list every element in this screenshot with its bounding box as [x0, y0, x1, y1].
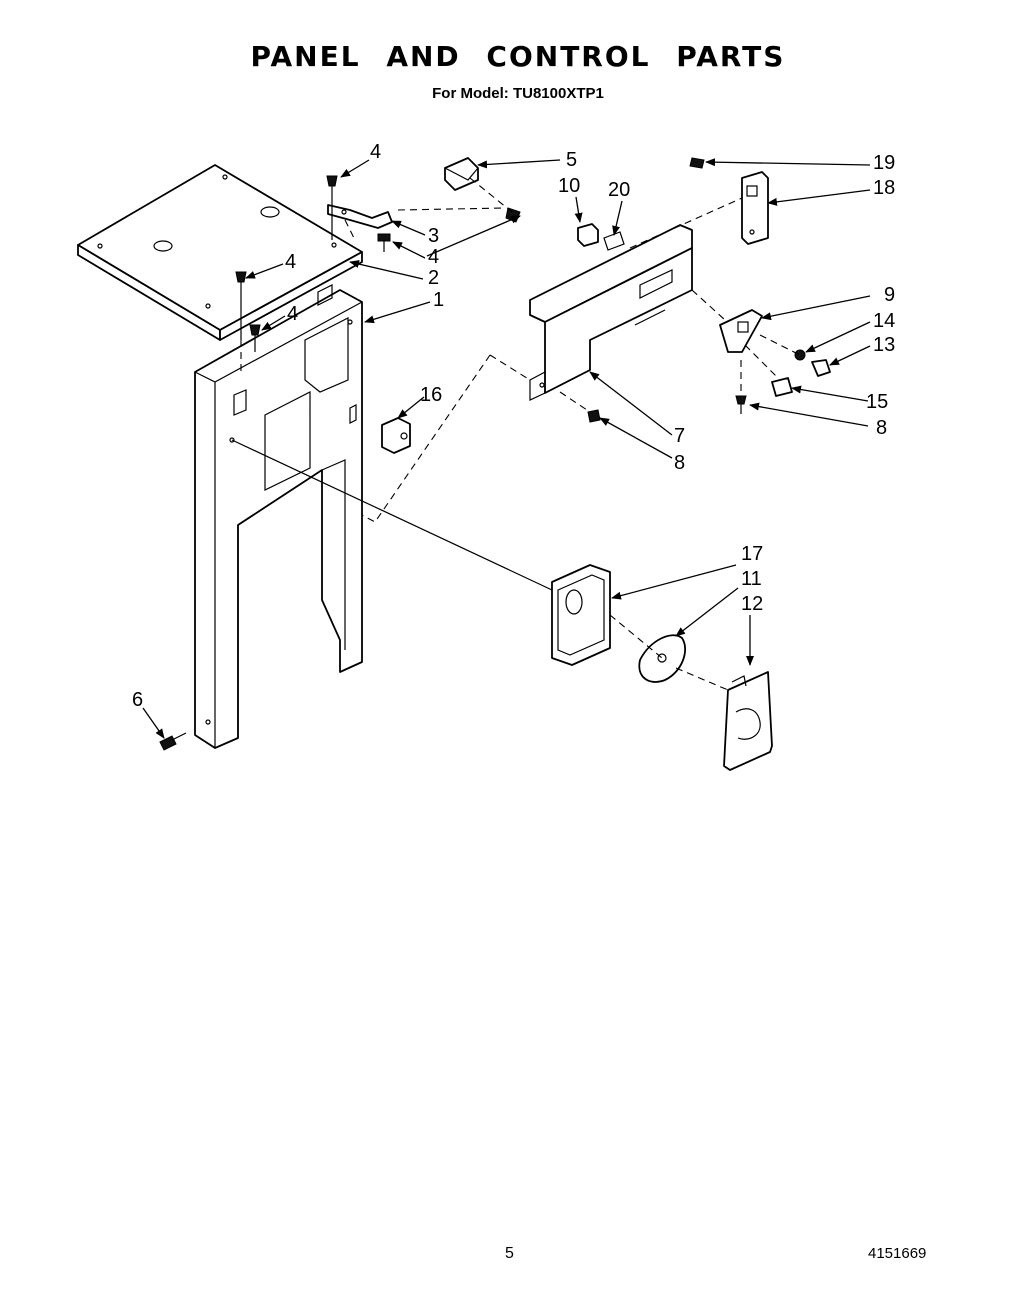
callout-4: 4 — [287, 303, 298, 325]
mounting-bracket — [327, 204, 393, 229]
leader-arrows — [142, 158, 871, 739]
screw-part-6 — [159, 732, 187, 751]
callout-11: 13 — [873, 334, 895, 356]
callout-14: 16 — [420, 384, 442, 406]
callout-16: 12 — [741, 593, 763, 615]
callout-6: 6 — [132, 689, 143, 711]
callout-7: 7 — [674, 425, 685, 447]
screw-4c — [235, 271, 247, 340]
cover-part-16 — [723, 671, 773, 771]
page-number: 5 — [505, 1245, 514, 1262]
switch-part-14 — [381, 417, 411, 454]
callout-5: 5 — [566, 149, 577, 171]
side-panel-frame — [194, 284, 363, 749]
callout-18: 18 — [873, 177, 895, 199]
callout-3: 3 — [428, 225, 439, 247]
screw-part-8-left — [587, 409, 601, 423]
screw-part-8-right — [735, 395, 747, 414]
callout-10: 10 — [558, 175, 580, 197]
callout-12: 14 — [873, 310, 895, 332]
screw-4b — [377, 233, 391, 252]
callout-8: 8 — [674, 452, 685, 474]
callout-13: 15 — [866, 391, 888, 413]
console-channel — [529, 224, 693, 401]
callout-1: 1 — [433, 289, 444, 311]
assembly-lines — [231, 177, 801, 691]
part-10 — [577, 223, 599, 247]
disc-part-17 — [638, 634, 687, 683]
nut-part-12 — [794, 349, 806, 361]
callout-2: 2 — [428, 267, 439, 289]
switch-part-5 — [444, 157, 479, 191]
page-title: PANEL AND CONTROL PARTS — [250, 40, 786, 73]
callout-9: 9 — [884, 284, 895, 306]
top-cover-plate — [77, 164, 363, 341]
callout-20: 20 — [608, 179, 630, 201]
screw-4e — [505, 207, 521, 223]
screw-part-19 — [689, 157, 705, 169]
screw-4d — [249, 324, 261, 352]
callout-17: 11 — [741, 568, 762, 590]
callout-labels: 4 5 10 20 19 18 3 4 4 2 1 4 9 14 13 15 8… — [132, 141, 895, 711]
switch-part-13 — [771, 377, 793, 397]
callout-15: 17 — [741, 543, 763, 565]
callout-8: 8 — [876, 417, 887, 439]
housing-part-15 — [551, 564, 611, 666]
document-number: 4151669 — [868, 1245, 927, 1262]
knob-part-11 — [811, 359, 831, 377]
bracket-part-18 — [741, 171, 769, 245]
switch-plate-part-9 — [719, 309, 763, 353]
callout-4: 4 — [285, 251, 296, 273]
callout-19: 19 — [873, 152, 895, 174]
model-subtitle: For Model: TU8100XTP1 — [432, 85, 604, 102]
screw-top-4a — [326, 175, 338, 240]
callout-4: 4 — [428, 246, 439, 268]
callout-4: 4 — [370, 141, 381, 163]
